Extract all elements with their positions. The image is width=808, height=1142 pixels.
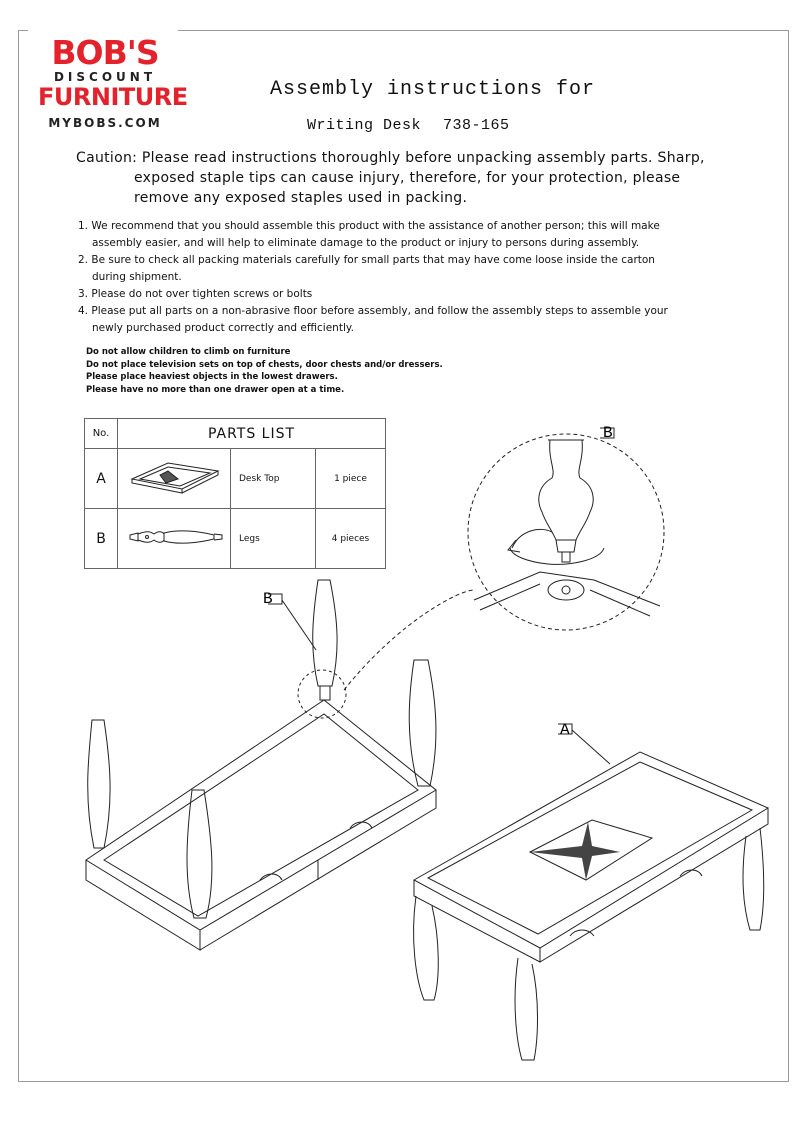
caution-notice: Caution: Please read instructions thorou…	[76, 148, 726, 208]
warning-item: Please place heaviest objects in the low…	[86, 372, 338, 382]
leg-icon	[129, 530, 223, 544]
step-number: 3.	[78, 288, 89, 300]
step-2: 2. Be sure to check all packing material…	[78, 252, 738, 269]
product-code: 738-165	[443, 117, 510, 134]
product-name: Writing Desk	[307, 117, 422, 134]
assembled-desk	[412, 751, 770, 1061]
logo-background	[28, 30, 178, 134]
caution-line-3: remove any exposed staples used in packi…	[134, 190, 468, 206]
leg-attaching-icon	[312, 579, 338, 701]
legs-thumbnail	[117, 508, 231, 569]
top-callout-box	[558, 723, 573, 735]
callout-label-top: A	[560, 721, 570, 739]
detail-callout-box	[600, 427, 615, 439]
logo-line-furniture: FURNITURE	[38, 83, 188, 111]
callout-label-detail: B	[603, 424, 613, 442]
logo-line-bobs: BOB'S	[51, 33, 159, 72]
leg-callout-line	[281, 599, 317, 651]
instruction-steps: 1. We recommend that you should assemble…	[78, 218, 738, 337]
leg-callout-box	[268, 593, 283, 605]
logo-line-discount: DISCOUNT	[53, 70, 157, 84]
caution-line-2: exposed staple tips can cause injury, th…	[134, 170, 681, 186]
caution-line-1: Caution: Please read instructions thorou…	[76, 150, 705, 166]
callout-label-leg: B	[263, 590, 273, 608]
logo-url: MYBOBS.COM	[48, 116, 162, 130]
warning-item: Do not place television sets on top of c…	[86, 359, 443, 370]
warning-item: Please have no more than one drawer open…	[86, 384, 345, 395]
step-number: 1.	[78, 220, 89, 232]
part-letter: B	[84, 508, 118, 569]
table-row: B Legs 4 pieces	[84, 508, 386, 569]
parts-list-table: No. PARTS LIST A Desk Top 1 piece B	[84, 418, 386, 569]
step-1-cont: assembly easier, and will help to elimin…	[92, 237, 640, 249]
part-name: Legs	[230, 508, 316, 569]
detail-bracket-icon	[473, 571, 661, 617]
safety-warnings: Do not allow children to climb on furnit…	[86, 346, 443, 396]
product-line: Writing Desk 738-165	[307, 117, 510, 134]
step-text: Please put all parts on a non-abrasive f…	[91, 305, 668, 317]
part-quantity: 1 piece	[315, 448, 386, 509]
brand-logo: BOB'S DISCOUNT FURNITURE MYBOBS.COM	[38, 33, 188, 131]
detail-marker-circle	[297, 669, 347, 719]
leg-upright-left-icon	[87, 719, 111, 849]
step-number: 4.	[78, 305, 89, 317]
step-1: 1. We recommend that you should assemble…	[78, 218, 738, 235]
step-text: Please do not over tighten screws or bol…	[91, 288, 313, 300]
step-4-cont: newly purchased product correctly and ef…	[92, 322, 354, 334]
step-number: 2.	[78, 254, 89, 266]
parts-list-title: PARTS LIST	[117, 418, 386, 449]
warning-item: Do not allow children to climb on furnit…	[86, 347, 291, 357]
part-quantity: 4 pieces	[315, 508, 386, 569]
upside-down-frame	[85, 699, 437, 951]
table-row: A Desk Top 1 piece	[84, 448, 386, 509]
desk-top-icon	[130, 462, 220, 494]
detail-circle	[467, 433, 665, 631]
page-frame	[18, 30, 789, 1082]
step-2-cont: during shipment.	[92, 271, 182, 283]
detail-leg-icon	[507, 439, 605, 565]
step-text: Be sure to check all packing materials c…	[91, 254, 655, 266]
page-title: Assembly instructions for	[270, 78, 596, 101]
step-4: 4. Please put all parts on a non-abrasiv…	[78, 303, 738, 320]
leg-upright-right-icon	[408, 659, 437, 787]
step-text: We recommend that you should assemble th…	[91, 220, 660, 232]
top-callout-line	[571, 729, 611, 765]
leg-upright-front-icon	[186, 789, 213, 919]
desk-top-thumbnail	[117, 448, 231, 509]
step-3: 3. Please do not over tighten screws or …	[78, 286, 738, 303]
detail-connector	[343, 589, 475, 691]
